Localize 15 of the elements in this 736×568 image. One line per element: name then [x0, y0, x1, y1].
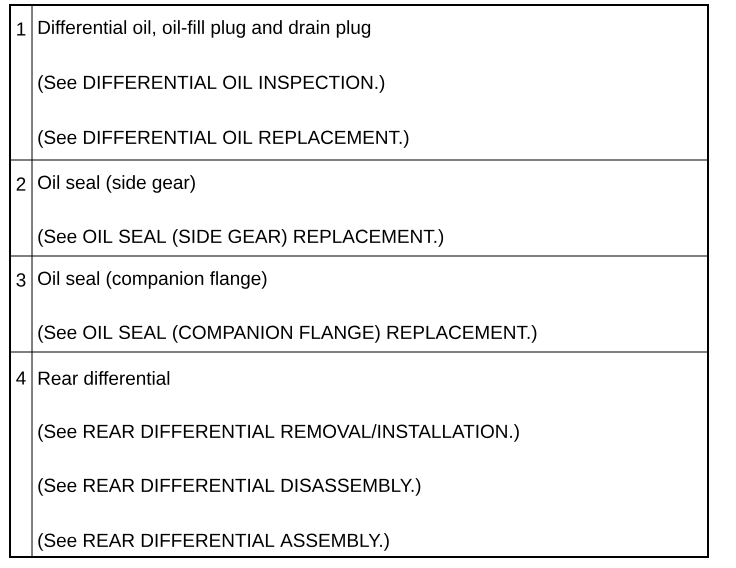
table-cell-text: Oil seal (side gear)	[38, 175, 195, 193]
row-number: 3	[16, 273, 26, 287]
table-cell-text: (See DIFFERENTIAL OIL REPLACEMENT.)	[38, 130, 408, 148]
row-number: 1	[17, 22, 26, 36]
table-cell-text: (See OIL SEAL (SIDE GEAR) REPLACEMENT.)	[38, 229, 444, 247]
table-cell-text: (See DIFFERENTIAL OIL INSPECTION.)	[38, 75, 384, 93]
row-number: 2	[16, 177, 26, 191]
table-cell-text: (See OIL SEAL (COMPANION FLANGE) REPLACEMENT.)	[38, 325, 536, 343]
table-cell-text: Oil seal (companion flange)	[38, 271, 266, 289]
row-number: 4	[16, 371, 26, 384]
table-cell-text: (See REAR DIFFERENTIAL ASSEMBLY.)	[38, 533, 389, 551]
table-cell-text: Rear differential	[38, 371, 170, 385]
table-cell-text: (See REAR DIFFERENTIAL DISASSEMBLY.)	[38, 478, 420, 496]
table-cell-text: (See REAR DIFFERENTIAL REMOVAL/INSTALLATION.)	[38, 424, 519, 442]
table-cell-text: Differential oil, oil-fill plug and drain plug	[38, 20, 370, 38]
